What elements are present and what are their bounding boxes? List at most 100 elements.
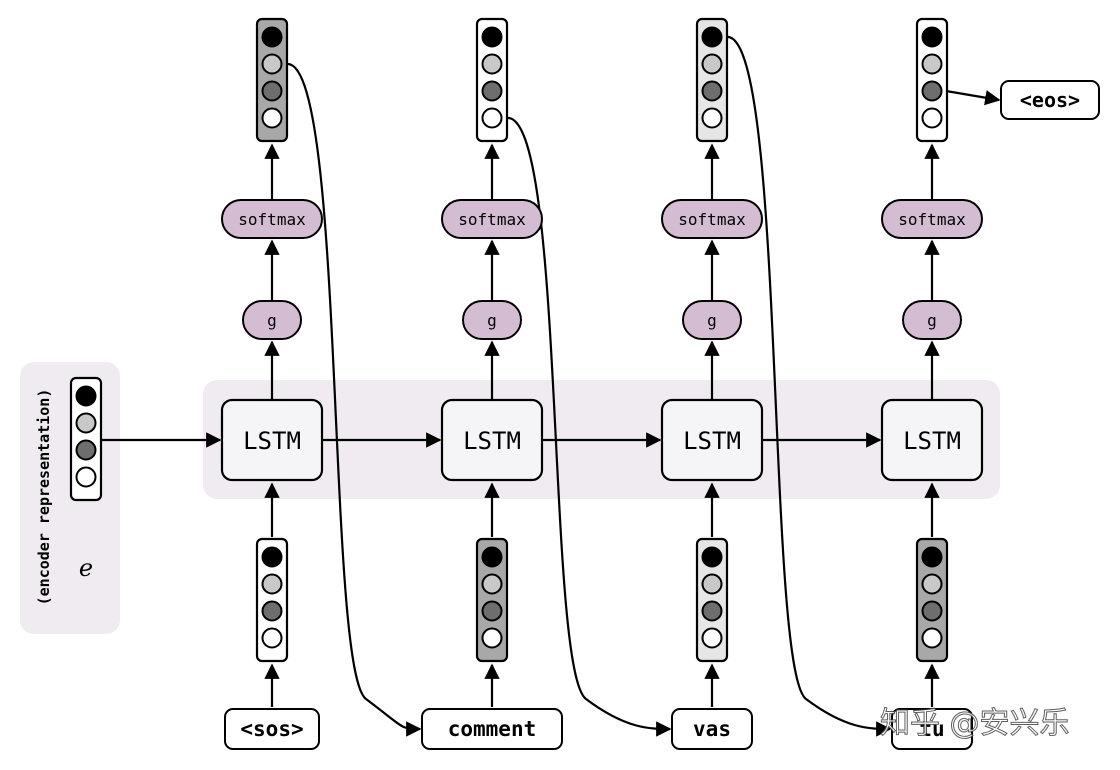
output-vector-dot	[701, 53, 723, 75]
output-vector	[475, 17, 509, 143]
input-vector-frame	[255, 537, 289, 663]
output-vector-dot	[261, 53, 283, 75]
watermark: 知乎 @安兴乐	[880, 706, 1070, 741]
g-node	[462, 300, 522, 340]
output-vector-dot	[481, 53, 503, 75]
input-vector-dot	[481, 546, 503, 568]
input-token-label: vas	[693, 717, 731, 741]
output-vector-dot	[921, 80, 943, 102]
eos-box	[1000, 80, 1100, 120]
input-vector-dot	[921, 573, 943, 595]
input-token-box	[421, 708, 563, 750]
softmax-node	[661, 199, 763, 239]
feedback-curve	[725, 35, 892, 737]
input-vector-dot	[261, 573, 283, 595]
input-vector-dot	[261, 600, 283, 622]
input-token-box	[224, 708, 320, 750]
output-vector-dot	[701, 107, 723, 129]
output-vector-dot	[481, 107, 503, 129]
feedback-curve	[285, 62, 422, 737]
encoder-vector	[69, 376, 103, 502]
input-vector-dot	[481, 600, 503, 622]
lstm-label: LSTM	[463, 427, 521, 455]
lstm-cell	[440, 398, 544, 482]
input-vector	[475, 537, 509, 663]
input-vector-dot	[921, 546, 943, 568]
g-label: g	[267, 311, 277, 330]
output-vector	[255, 17, 289, 143]
softmax-label: softmax	[898, 210, 966, 229]
input-token-box	[671, 708, 753, 750]
output-vector-dot	[921, 26, 943, 48]
output-vector-dot	[481, 26, 503, 48]
encoder-vector-dot	[75, 466, 97, 488]
input-vector-dot	[921, 627, 943, 649]
softmax-label: softmax	[238, 210, 306, 229]
output-vector-frame	[695, 17, 729, 143]
output-vector-frame	[255, 17, 289, 143]
encoder-vector-dot	[75, 412, 97, 434]
output-vector-dot	[921, 107, 943, 129]
lstm-cell	[880, 398, 984, 482]
output-vector-dot	[261, 80, 283, 102]
input-vector-dot	[701, 573, 723, 595]
g-label: g	[927, 311, 937, 330]
output-vector-frame	[915, 17, 949, 143]
input-vector	[255, 537, 289, 663]
input-vector-dot	[481, 573, 503, 595]
input-vector-dot	[261, 627, 283, 649]
output-vector-dot	[261, 107, 283, 129]
input-token-label: tu	[919, 717, 944, 741]
input-vector-dot	[921, 600, 943, 622]
softmax-label: softmax	[458, 210, 526, 229]
output-vector-dot	[261, 26, 283, 48]
g-node	[682, 300, 742, 340]
output-vector-dot	[921, 53, 943, 75]
output-vector	[695, 17, 729, 143]
g-node	[242, 300, 302, 340]
output-to-eos-arrow	[945, 89, 1001, 106]
g-label: g	[707, 311, 717, 330]
encoder-vector-dot	[75, 439, 97, 461]
encoder-label: (encoder representation)	[35, 389, 53, 606]
input-vector-frame	[475, 537, 509, 663]
input-vector-dot	[701, 546, 723, 568]
softmax-label: softmax	[678, 210, 746, 229]
input-vector-dot	[261, 546, 283, 568]
encoder-vector	[69, 376, 103, 502]
input-vector-dot	[701, 600, 723, 622]
encoder-vector-dot	[75, 385, 97, 407]
g-node	[902, 300, 962, 340]
lstm-label: LSTM	[683, 427, 741, 455]
lstm-label: LSTM	[903, 427, 961, 455]
softmax-node	[441, 199, 543, 239]
feedback-curve	[505, 116, 672, 737]
g-label: g	[487, 311, 497, 330]
input-vector-frame	[695, 537, 729, 663]
input-vector	[915, 537, 949, 663]
input-vector-dot	[481, 627, 503, 649]
output-vector	[915, 17, 949, 143]
lstm-label: LSTM	[243, 427, 301, 455]
output-vector-dot	[481, 80, 503, 102]
output-vector-dot	[701, 26, 723, 48]
softmax-node	[881, 199, 983, 239]
output-vector-frame	[475, 17, 509, 143]
input-token-label: comment	[448, 717, 537, 741]
encoder-symbol: e	[79, 554, 93, 582]
decoder-steps: softmaxgLSTM<sos>softmaxgLSTMcommentsoft…	[220, 17, 984, 750]
input-vector-frame	[915, 537, 949, 663]
input-vector	[695, 537, 729, 663]
lstm-cell	[220, 398, 324, 482]
connections	[101, 35, 1001, 737]
input-token-label: <sos>	[240, 717, 303, 741]
softmax-node	[221, 199, 323, 239]
lstm-cell	[660, 398, 764, 482]
output-vector-dot	[701, 80, 723, 102]
input-token-box	[891, 708, 973, 750]
